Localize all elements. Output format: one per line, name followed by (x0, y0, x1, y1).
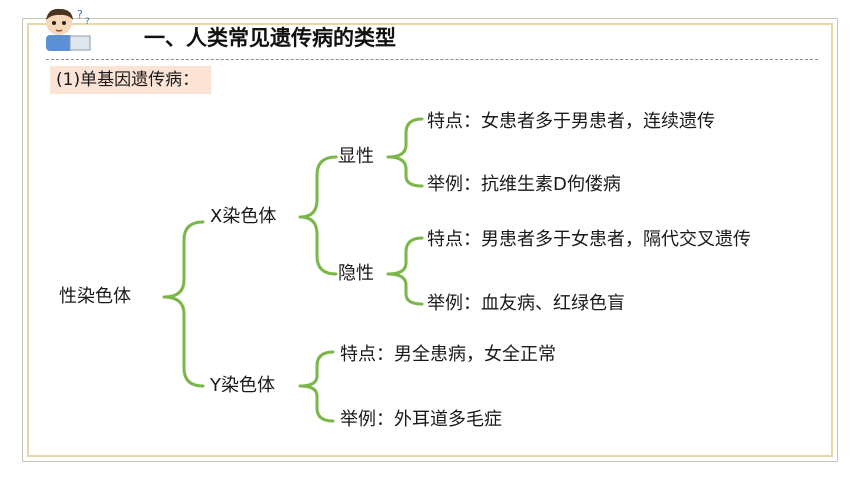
svg-text:?: ? (85, 17, 90, 27)
y-feature: 特点：男全患病，女全正常 (340, 344, 556, 365)
x-brace (298, 155, 338, 276)
inner-frame (27, 23, 833, 457)
student-mascot-icon: ? ? (46, 8, 91, 51)
dominant-example: 举例：抗维生素D佝偻病 (427, 174, 621, 195)
dashed-divider (46, 59, 818, 60)
section-subtitle: (1)单基因遗传病： (50, 66, 212, 94)
recessive-feature: 特点：男患者多于女患者，隔代交叉遗传 (427, 229, 751, 250)
recessive-example: 举例：血友病、红绿色盲 (427, 293, 625, 314)
x-chromosome-node: X染色体 (210, 206, 277, 227)
root-brace (162, 220, 205, 388)
y-example: 举例：外耳道多毛症 (340, 409, 502, 430)
svg-text:?: ? (77, 8, 83, 21)
dominant-node: 显性 (338, 146, 374, 167)
recessive-node: 隐性 (338, 263, 374, 284)
outer-frame (22, 18, 838, 462)
y-brace (298, 350, 335, 423)
root-node: 性染色体 (59, 286, 131, 307)
page-title: 一、人类常见遗传病的类型 (144, 26, 396, 50)
recessive-brace (386, 236, 424, 306)
dominant-feature: 特点：女患者多于男患者，连续遗传 (427, 111, 715, 132)
y-chromosome-node: Y染色体 (210, 375, 275, 396)
dominant-brace (386, 117, 424, 188)
